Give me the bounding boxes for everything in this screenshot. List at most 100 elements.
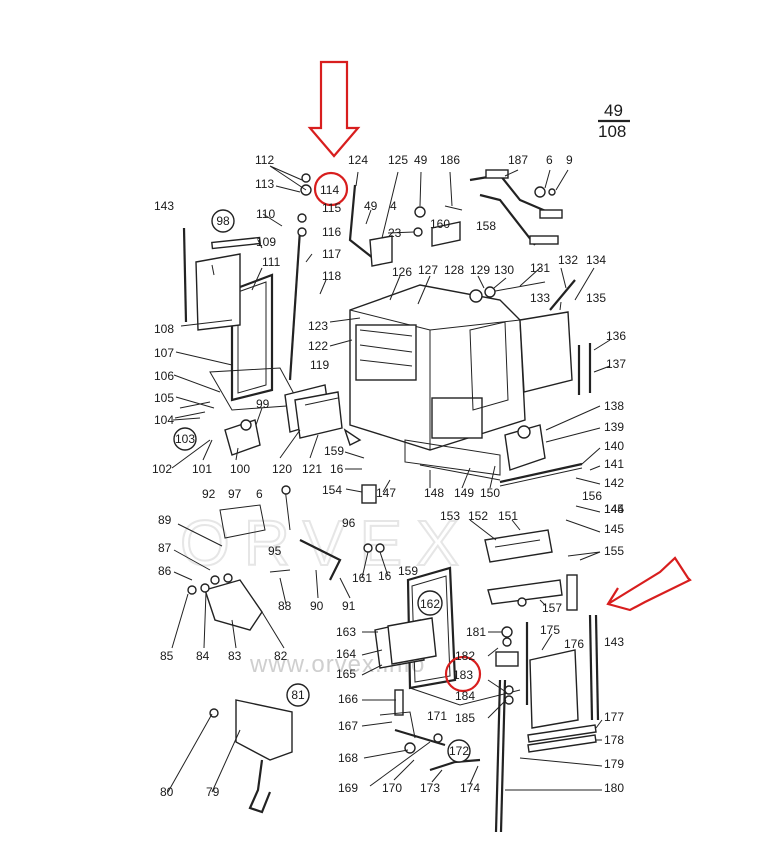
part-label-95: 95 (268, 544, 282, 558)
rod-117 (288, 229, 302, 381)
part-label-116: 116 (322, 225, 341, 239)
rod-143-left (182, 227, 188, 323)
part-label-109: 109 (256, 235, 276, 249)
part-label-142: 142 (604, 476, 624, 490)
part-label-125: 125 (388, 153, 408, 167)
part-label-111: 111 (262, 255, 281, 269)
red-arrow-left-icon (606, 556, 692, 612)
part-label-181: 181 (466, 625, 486, 639)
part-label-92: 92 (202, 487, 216, 501)
part-label-168: 168 (338, 751, 358, 765)
part-label-141: 141 (604, 457, 624, 471)
part-label-167: 167 (338, 719, 358, 733)
part-label-129: 129 (470, 263, 490, 277)
part-label-147: 147 (376, 486, 396, 500)
part-label-180: 180 (604, 781, 624, 795)
part-label-135: 135 (586, 291, 606, 305)
part-label-89: 89 (158, 513, 172, 527)
watermark-logo: ORVEX (180, 507, 473, 579)
part-label-157: 157 (542, 601, 562, 615)
part-label-184: 184 (455, 689, 475, 703)
window-176 (529, 649, 579, 729)
part-label-150: 150 (480, 486, 500, 500)
part-label-149: 149 (454, 486, 474, 500)
part-label-97: 97 (228, 487, 242, 501)
left-door (182, 227, 301, 411)
part-label-4: 4 (390, 199, 397, 213)
part-label-84: 84 (196, 649, 210, 663)
part-label-124: 124 (348, 153, 368, 167)
red-circle-183 (444, 655, 482, 693)
part-label-169: 169 (338, 781, 358, 795)
part-label-148: 148 (424, 486, 444, 500)
part-label-121: 121 (302, 462, 322, 476)
page-number-total: 108 (598, 122, 626, 141)
part-label-187: 187 (508, 153, 528, 167)
part-label-158: 158 (476, 219, 496, 233)
lever-124 (348, 184, 379, 263)
part-label-118: 118 (322, 269, 341, 283)
callout-label-81: 81 (291, 688, 305, 702)
part-label-123: 123 (308, 319, 328, 333)
red-circle-114 (313, 171, 349, 207)
part-label-90: 90 (310, 599, 324, 613)
lower-door-162 (374, 566, 521, 772)
part-label-126: 126 (392, 265, 412, 279)
part-label-164: 164 (336, 647, 356, 661)
part-label-107: 107 (154, 346, 174, 360)
part-label-145: 145 (604, 522, 624, 536)
footrest-79 (209, 699, 293, 814)
part-label-152: 152 (468, 509, 488, 523)
part-label-85: 85 (160, 649, 174, 663)
part-label-173: 173 (420, 781, 440, 795)
part-label-122: 122 (308, 339, 328, 353)
part-label-178: 178 (604, 733, 624, 747)
part-label-82: 82 (274, 649, 288, 663)
rod-180 (494, 679, 502, 833)
part-label-6: 6 (256, 487, 263, 501)
part-label-101: 101 (192, 462, 212, 476)
callout-label-98: 98 (216, 214, 230, 228)
part-label-159: 159 (324, 444, 344, 458)
part-label-16: 16 (378, 569, 392, 583)
part-label-108: 108 (154, 322, 174, 336)
part-label-87: 87 (158, 541, 172, 555)
part-label-117: 117 (322, 247, 341, 261)
glass-panes-119-121 (284, 384, 343, 439)
part-label-156: 156 (582, 489, 602, 503)
part-label-179: 179 (604, 757, 624, 771)
part-label-182: 182 (455, 649, 475, 663)
lower-bracket-group (187, 484, 385, 631)
part-label-133: 133 (530, 291, 550, 305)
part-label-112: 112 (255, 153, 274, 167)
part-label-128: 128 (444, 263, 464, 277)
mirror-83 (204, 579, 263, 631)
part-label-165: 165 (336, 667, 356, 681)
part-label-155: 155 (604, 544, 624, 558)
part-label-49: 49 (414, 153, 428, 167)
part-label-23: 23 (388, 226, 402, 240)
part-label-102: 102 (152, 462, 172, 476)
part-label-163: 163 (336, 625, 356, 639)
part-label-143: 143 (154, 199, 174, 213)
part-label-113: 113 (255, 177, 274, 191)
part-label-171: 171 (427, 709, 447, 723)
callout-circles (173, 209, 471, 763)
callout-label-103: 103 (175, 432, 195, 446)
part-label-154: 154 (322, 483, 342, 497)
part-label-120: 120 (272, 462, 292, 476)
part-label-96: 96 (342, 516, 356, 530)
part-label-161: 161 (352, 571, 372, 585)
part-label-183: 183 (453, 668, 473, 682)
rod-143-right (588, 614, 594, 721)
part-label-99: 99 (256, 397, 270, 411)
part-label-175: 175 (540, 623, 560, 637)
part-label-136: 136 (606, 329, 626, 343)
part-label-86: 86 (158, 564, 172, 578)
part-label-153: 153 (440, 509, 460, 523)
part-label-83: 83 (228, 649, 242, 663)
part-label-130: 130 (494, 263, 514, 277)
part-label-137: 137 (606, 357, 626, 371)
